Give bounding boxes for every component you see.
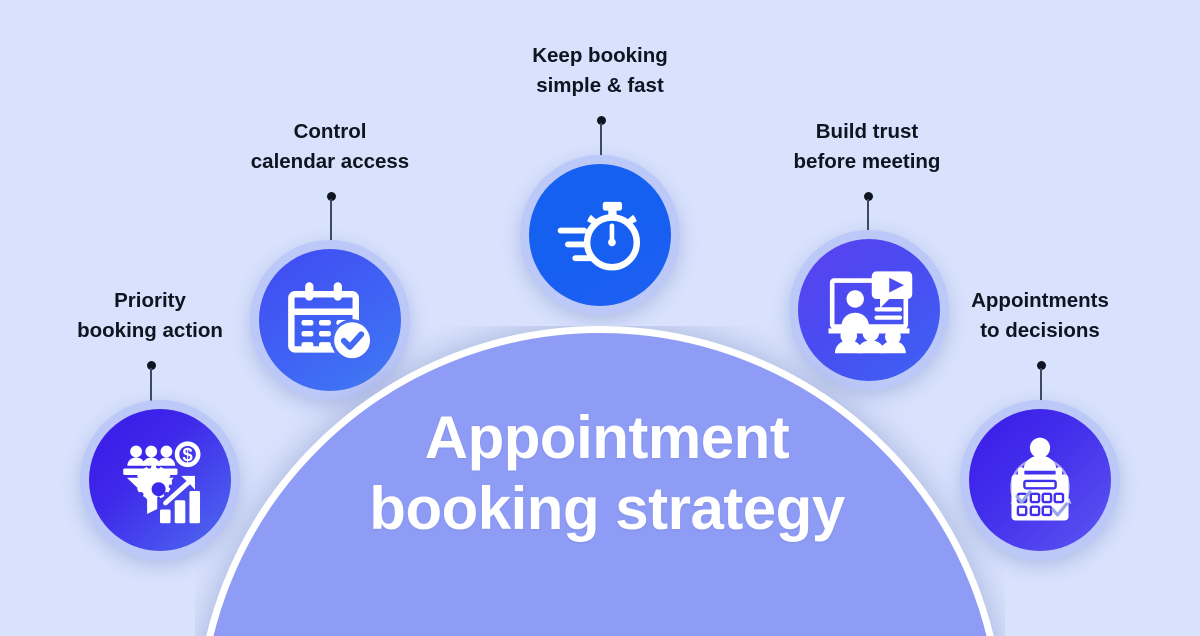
sales-funnel-growth-icon: $ [114,434,206,526]
connector-line [150,368,153,406]
node-circle-build-trust-before-meeting[interactable] [798,239,940,381]
connector-line [330,199,333,241]
node-circle-priority-booking-action[interactable]: $ [89,409,231,551]
connector-line [867,199,870,241]
connector-dot [146,361,156,370]
connector-dot [1036,361,1046,370]
connector-line [1040,368,1043,406]
webinar-presentation-icon [823,264,915,356]
central-arch: Appointment booking strategy [195,326,1005,636]
connector-dot [326,192,336,201]
connector-line [600,123,603,167]
stopwatch-speed-icon [554,189,646,281]
node-caption-control-calendar-access: Control calendar access [250,120,410,173]
node-circle-keep-booking-simple-fast[interactable] [529,164,671,306]
svg-text:$: $ [182,444,192,465]
node-caption-build-trust-before-meeting: Build trust before meeting [793,120,941,173]
person-calendar-check-icon [994,434,1086,526]
node-circle-control-calendar-access[interactable] [259,249,401,391]
connector-dot [863,192,873,201]
node-caption-keep-booking-simple-fast: Keep booking simple & fast [532,44,668,97]
connector-dot [596,116,606,125]
calendar-check-icon [284,274,376,366]
node-circle-appointments-to-decisions[interactable] [969,409,1111,551]
arch-shape: Appointment booking strategy [195,326,1005,636]
node-caption-appointments-to-decisions: Appointments to decisions [971,289,1109,342]
page-title: Appointment booking strategy [369,404,845,542]
node-caption-priority-booking-action: Priority booking action [77,289,223,342]
